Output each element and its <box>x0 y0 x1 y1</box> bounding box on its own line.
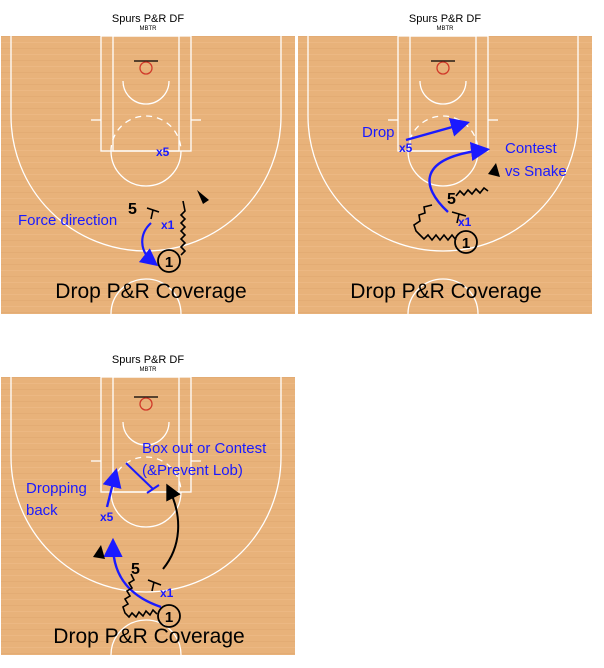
rim <box>436 61 450 75</box>
court-diagram: Drop x5 Contest vs Snake 5 x1 1 Drop P&R… <box>298 36 592 314</box>
ball-handler-1: 1 <box>165 254 173 271</box>
ball-handler-1: 1 <box>462 235 470 252</box>
note-drop: Drop <box>362 124 395 141</box>
court-diagram: x5 5 x1 1 Force direction Drop P&R Cover… <box>1 36 295 314</box>
screener-5: 5 <box>447 191 456 208</box>
court-floor <box>298 36 592 314</box>
defender-x1: x1 <box>458 215 472 229</box>
screen-marker <box>147 579 162 592</box>
x1-chase-arrow <box>103 537 162 609</box>
dribble-path-left <box>413 204 457 242</box>
note-vs-snake: vs Snake <box>505 163 567 180</box>
dribble-path <box>122 573 158 619</box>
contest-arrow <box>428 141 491 213</box>
rim <box>139 61 153 75</box>
court-floor <box>1 377 295 655</box>
panel-title: Spurs P&R DF <box>111 354 185 366</box>
panel-caption: Drop P&R Coverage <box>53 625 244 648</box>
note-force-direction: Force direction <box>18 212 117 229</box>
drop-back-arrow <box>102 468 122 508</box>
rim <box>139 397 153 411</box>
defender-x5: x5 <box>156 145 170 159</box>
panel-subtitle: MBTR <box>139 367 157 373</box>
panel-title: Spurs P&R DF <box>408 13 482 25</box>
drop-arrow <box>405 118 470 142</box>
note-box-out: Box out or Contest <box>142 440 267 457</box>
panel-caption: Drop P&R Coverage <box>55 280 246 303</box>
court-diagram: Box out or Contest (&Prevent Lob) Droppi… <box>1 377 295 655</box>
defender-x5: x5 <box>399 141 413 155</box>
dribble-path <box>179 200 187 256</box>
defender-x1: x1 <box>160 586 174 600</box>
ball-handler-1: 1 <box>165 609 173 626</box>
note-prevent-lob: (&Prevent Lob) <box>142 462 243 479</box>
roll-path <box>162 483 181 570</box>
screen-marker <box>146 207 160 220</box>
court-floor <box>1 36 295 314</box>
box-out-line <box>125 462 160 494</box>
panel-caption: Drop P&R Coverage <box>350 280 541 303</box>
note-dropping: Dropping <box>26 480 87 497</box>
defender-x1: x1 <box>161 218 175 232</box>
screener-5: 5 <box>128 201 137 218</box>
panel-subtitle: MBTR <box>436 26 454 32</box>
screen-marker <box>451 211 467 224</box>
defender-x5: x5 <box>100 510 114 524</box>
panel-title: Spurs P&R DF <box>111 13 185 25</box>
court-lines <box>307 36 579 314</box>
panel-subtitle: MBTR <box>139 26 157 32</box>
force-direction-arrow <box>138 222 159 267</box>
dribble-path-snake <box>455 186 489 197</box>
note-contest: Contest <box>505 140 558 157</box>
ball-handler-circle <box>454 230 478 254</box>
ball-handler-circle <box>157 604 181 628</box>
note-back: back <box>26 502 58 519</box>
screener-5: 5 <box>131 561 140 578</box>
